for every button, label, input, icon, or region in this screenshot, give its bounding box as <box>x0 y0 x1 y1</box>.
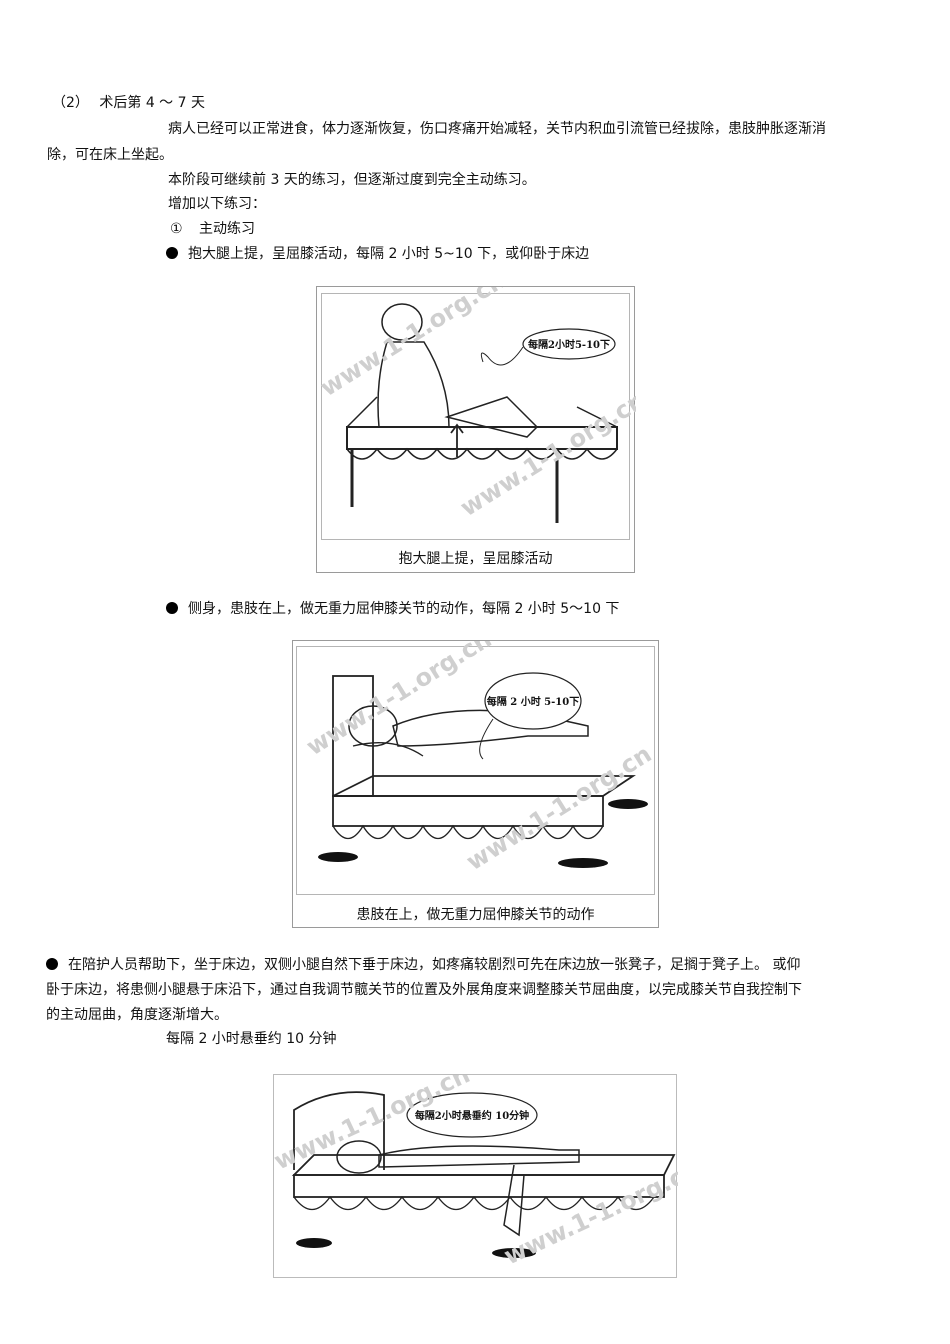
intro-paragraph-3: 增加以下练习： <box>168 196 266 212</box>
figure-image-frame <box>296 646 655 895</box>
intro-line-2: 除，可在床上坐起。 <box>47 147 173 163</box>
illustration-sitting-knee-flex: 每隔2小时5-10下 www.1-1.org.cn www.1-1.org.cn <box>317 287 636 523</box>
watermark: www.1-1.org.cn <box>455 386 636 522</box>
figure-3: 每隔2小时悬垂约 10分钟 www.1-1.org.cn www.1-1.org… <box>273 1074 678 1278</box>
exercise-item-3-line-3: 的主动屈曲，角度逐渐增大。 <box>46 1007 228 1023</box>
figure-image-frame <box>321 293 630 540</box>
section-heading: （2） 术后第 4 ～ 7 天 <box>52 93 205 113</box>
exercise-item-2: 侧身，患肢在上，做无重力屈伸膝关节的动作，每隔 2 小时 5～10 下 <box>166 599 619 619</box>
figure-1: 每隔2小时5-10下 www.1-1.org.cn www.1-1.org.cn… <box>316 286 636 573</box>
intro-paragraph-2: 本阶段可继续前 3 天的练习，但逐渐过度到完全主动练习。 <box>168 172 536 188</box>
exercise-item-3-line-2: 卧于床边，将患侧小腿悬于床沿下，通过自我调节髋关节的位置及外展角度来调整膝关节屈… <box>46 982 802 998</box>
figure-2-bubble-text: 每隔 2 小时 5-10下 <box>487 695 579 708</box>
bullet-icon <box>166 602 178 614</box>
exercise-item-text: 抱大腿上提，呈屈膝活动，每隔 2 小时 5~10 下，或仰卧于床边 <box>188 246 590 262</box>
figure-2: 每隔 2 小时 5-10下 www.1-1.org.cn www.1-1.org… <box>292 640 659 928</box>
section-title: 术后第 4 ～ 7 天 <box>99 95 205 111</box>
illustration-leg-dangling: 每隔2小时悬垂约 10分钟 www.1-1.org.cn www.1-1.org… <box>274 1075 678 1270</box>
exercise-item-3-line-1: 在陪护人员帮助下，坐于床边，双侧小腿自然下垂于床边，如疼痛较剧烈可先在床边放一张… <box>46 955 800 975</box>
circled-number: ① <box>170 221 183 237</box>
watermark: www.1-1.org.cn <box>317 287 510 402</box>
exercise-item-1: 抱大腿上提，呈屈膝活动，每隔 2 小时 5~10 下，或仰卧于床边 <box>166 244 589 264</box>
bullet-icon <box>46 958 58 970</box>
figure-2-caption: 患肢在上，做无重力屈伸膝关节的动作 <box>356 907 595 923</box>
subsection-title: 主动练习 <box>199 221 256 237</box>
watermark: www.1-1.org.cn <box>500 1155 678 1270</box>
illustration-side-lying-knee-flex: 每隔 2 小时 5-10下 www.1-1.org.cn www.1-1.org… <box>301 641 656 876</box>
figure-3-bubble-text: 每隔2小时悬垂约 10分钟 <box>415 1109 529 1122</box>
bullet-icon <box>166 247 178 259</box>
exercise-item-3-note: 每隔 2 小时悬垂约 10 分钟 <box>166 1031 337 1047</box>
section-number: （2） <box>52 95 89 111</box>
subsection-heading: ① 主动练习 <box>170 219 255 239</box>
figure-1-caption: 抱大腿上提，呈屈膝活动 <box>398 551 553 567</box>
exercise-item-text: 侧身，患肢在上，做无重力屈伸膝关节的动作，每隔 2 小时 5～10 下 <box>188 601 620 617</box>
intro-line-1: 病人已经可以正常进食，体力逐渐恢复，伤口疼痛开始减轻，关节内积血引流管已经拔除，… <box>168 121 826 137</box>
figure-1-bubble-text: 每隔2小时5-10下 <box>528 338 610 351</box>
exercise-item-text: 在陪护人员帮助下，坐于床边，双侧小腿自然下垂于床边，如疼痛较剧烈可先在床边放一张… <box>68 957 801 973</box>
